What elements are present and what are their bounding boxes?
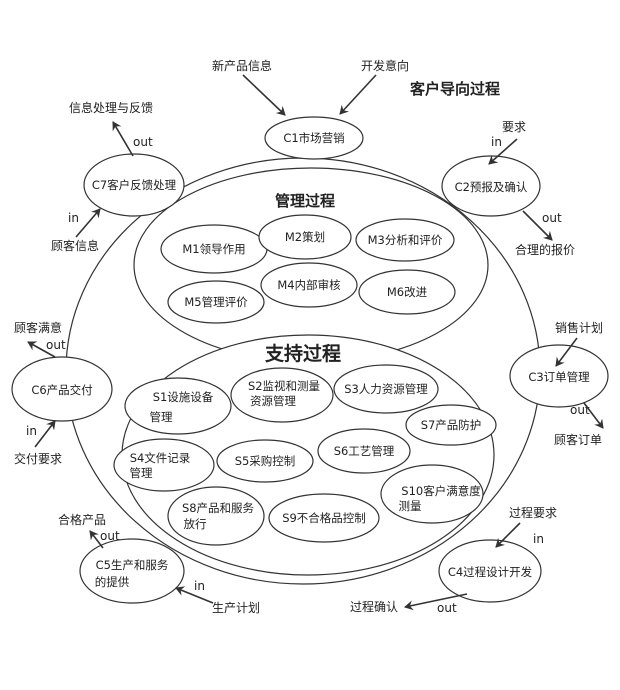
arrow-development-intent bbox=[339, 74, 377, 115]
node-m1-label: M1领导作用 bbox=[182, 242, 245, 256]
node-s9 bbox=[268, 493, 380, 543]
label-production-plan: 生产计划 bbox=[212, 601, 260, 615]
title-management: 管理过程 bbox=[275, 192, 335, 210]
node-s2 bbox=[230, 367, 334, 423]
label-customer-info: 顾客信息 bbox=[51, 238, 99, 253]
node-s1-label-line1: S1设施设备 bbox=[153, 390, 214, 404]
arrow-c3-in bbox=[555, 337, 578, 367]
label-c2-in: in bbox=[491, 135, 502, 149]
node-c5-label-line2: 的提供 bbox=[95, 575, 130, 589]
node-s10-label-line1: S10客户满意度 bbox=[401, 484, 481, 498]
node-m2 bbox=[258, 214, 352, 260]
arrow-c4-in bbox=[495, 522, 521, 548]
node-s2-label-line2: 资源管理 bbox=[250, 394, 296, 408]
node-s6-label: S6工艺管理 bbox=[334, 444, 395, 458]
node-m3-label: M3分析和评价 bbox=[368, 233, 443, 247]
node-m6 bbox=[358, 269, 456, 315]
label-info-processing-feedback: 信息处理与反馈 bbox=[69, 100, 153, 115]
node-s5-label: S5采购控制 bbox=[235, 454, 296, 468]
label-c4-out: out bbox=[437, 601, 457, 615]
arrow-c7-out bbox=[112, 121, 134, 157]
arrow-c3-out bbox=[583, 402, 604, 429]
arrow-c2-out bbox=[522, 210, 553, 241]
arrow-c2-in bbox=[488, 138, 518, 165]
label-development-intent: 开发意向 bbox=[361, 58, 409, 73]
node-c6 bbox=[11, 356, 113, 422]
arrow-c6-in bbox=[34, 420, 56, 448]
label-reasonable-quote: 合理的报价 bbox=[515, 242, 575, 257]
node-m2-label: M2策划 bbox=[285, 230, 325, 244]
node-s10-label-line2: 测量 bbox=[399, 499, 422, 513]
node-s7-label: S7产品防护 bbox=[421, 418, 482, 432]
node-c4-label: C4过程设计开发 bbox=[448, 565, 533, 579]
label-sales-plan: 销售计划 bbox=[555, 320, 603, 335]
label-requirements: 要求 bbox=[502, 120, 526, 134]
node-s1-label-line2: 管理 bbox=[150, 410, 173, 424]
label-c7-in: in bbox=[68, 211, 79, 225]
node-c3 bbox=[509, 344, 609, 408]
node-s7 bbox=[405, 404, 497, 446]
node-m4 bbox=[260, 262, 358, 308]
label-c6-in: in bbox=[26, 424, 37, 438]
label-c4-in: in bbox=[533, 532, 544, 546]
title-support: 支持过程 bbox=[264, 342, 341, 365]
label-c5-in: in bbox=[194, 579, 205, 593]
node-s2-label-line1: S2监视和测量 bbox=[248, 379, 320, 393]
label-c2-out: out bbox=[542, 211, 562, 225]
node-m5-label: M5管理评价 bbox=[184, 295, 248, 309]
node-s6 bbox=[317, 428, 411, 474]
node-s8 bbox=[167, 486, 265, 546]
node-s4-label-line2: 管理 bbox=[130, 466, 153, 480]
node-s5 bbox=[216, 439, 314, 483]
node-m4-label: M4内部审核 bbox=[277, 278, 341, 292]
node-c7 bbox=[83, 153, 185, 217]
node-c5 bbox=[79, 538, 185, 604]
arrow-c4-out bbox=[404, 593, 468, 611]
node-c1 bbox=[264, 116, 364, 160]
node-s8-label-line2: 放行 bbox=[184, 517, 207, 531]
label-qualified-product: 合格产品 bbox=[58, 512, 106, 527]
label-process-requirements: 过程要求 bbox=[509, 505, 557, 520]
label-new-product-info: 新产品信息 bbox=[212, 58, 272, 73]
node-c6-label: C6产品交付 bbox=[31, 383, 92, 397]
label-delivery-requirements: 交付要求 bbox=[14, 451, 62, 466]
node-c2-label: C2预报及确认 bbox=[455, 180, 528, 194]
label-c7-out: out bbox=[133, 135, 153, 149]
label-customer-order: 顾客订单 bbox=[554, 432, 602, 447]
node-c3-label: C3订单管理 bbox=[528, 370, 590, 384]
label-c5-out: out bbox=[100, 529, 120, 543]
node-m6-label: M6改进 bbox=[387, 285, 428, 299]
arrow-c5-in bbox=[175, 586, 214, 604]
arrow-c6-out bbox=[27, 341, 56, 358]
node-m5 bbox=[167, 280, 265, 324]
label-c6-out: out bbox=[46, 338, 66, 352]
arrow-new-product-info bbox=[242, 74, 286, 116]
node-s10 bbox=[380, 464, 484, 524]
node-c5-label-line1: C5生产和服务 bbox=[96, 558, 169, 572]
label-customer-satisfaction: 顾客满意 bbox=[14, 320, 62, 335]
node-s4 bbox=[113, 438, 215, 492]
arrow-c5-out bbox=[89, 530, 104, 549]
node-s1 bbox=[124, 377, 232, 435]
arrow-c7-in bbox=[75, 208, 101, 238]
node-m3 bbox=[355, 218, 455, 262]
node-s4-label-line1: S4文件记录 bbox=[130, 451, 191, 465]
node-c4 bbox=[438, 539, 542, 603]
node-c1-label: C1市场营销 bbox=[283, 131, 344, 145]
node-s3-label: S3人力资源管理 bbox=[344, 382, 428, 396]
node-s9-label: S9不合格品控制 bbox=[282, 511, 366, 525]
label-process-confirmation: 过程确认 bbox=[350, 599, 398, 614]
node-s8-label-line1: S8产品和服务 bbox=[182, 501, 255, 515]
node-s3 bbox=[333, 364, 439, 414]
label-c3-out: out bbox=[570, 403, 590, 417]
title-customer-oriented: 客户导向过程 bbox=[409, 80, 500, 98]
node-c7-label: C7客户反馈处理 bbox=[92, 178, 177, 192]
